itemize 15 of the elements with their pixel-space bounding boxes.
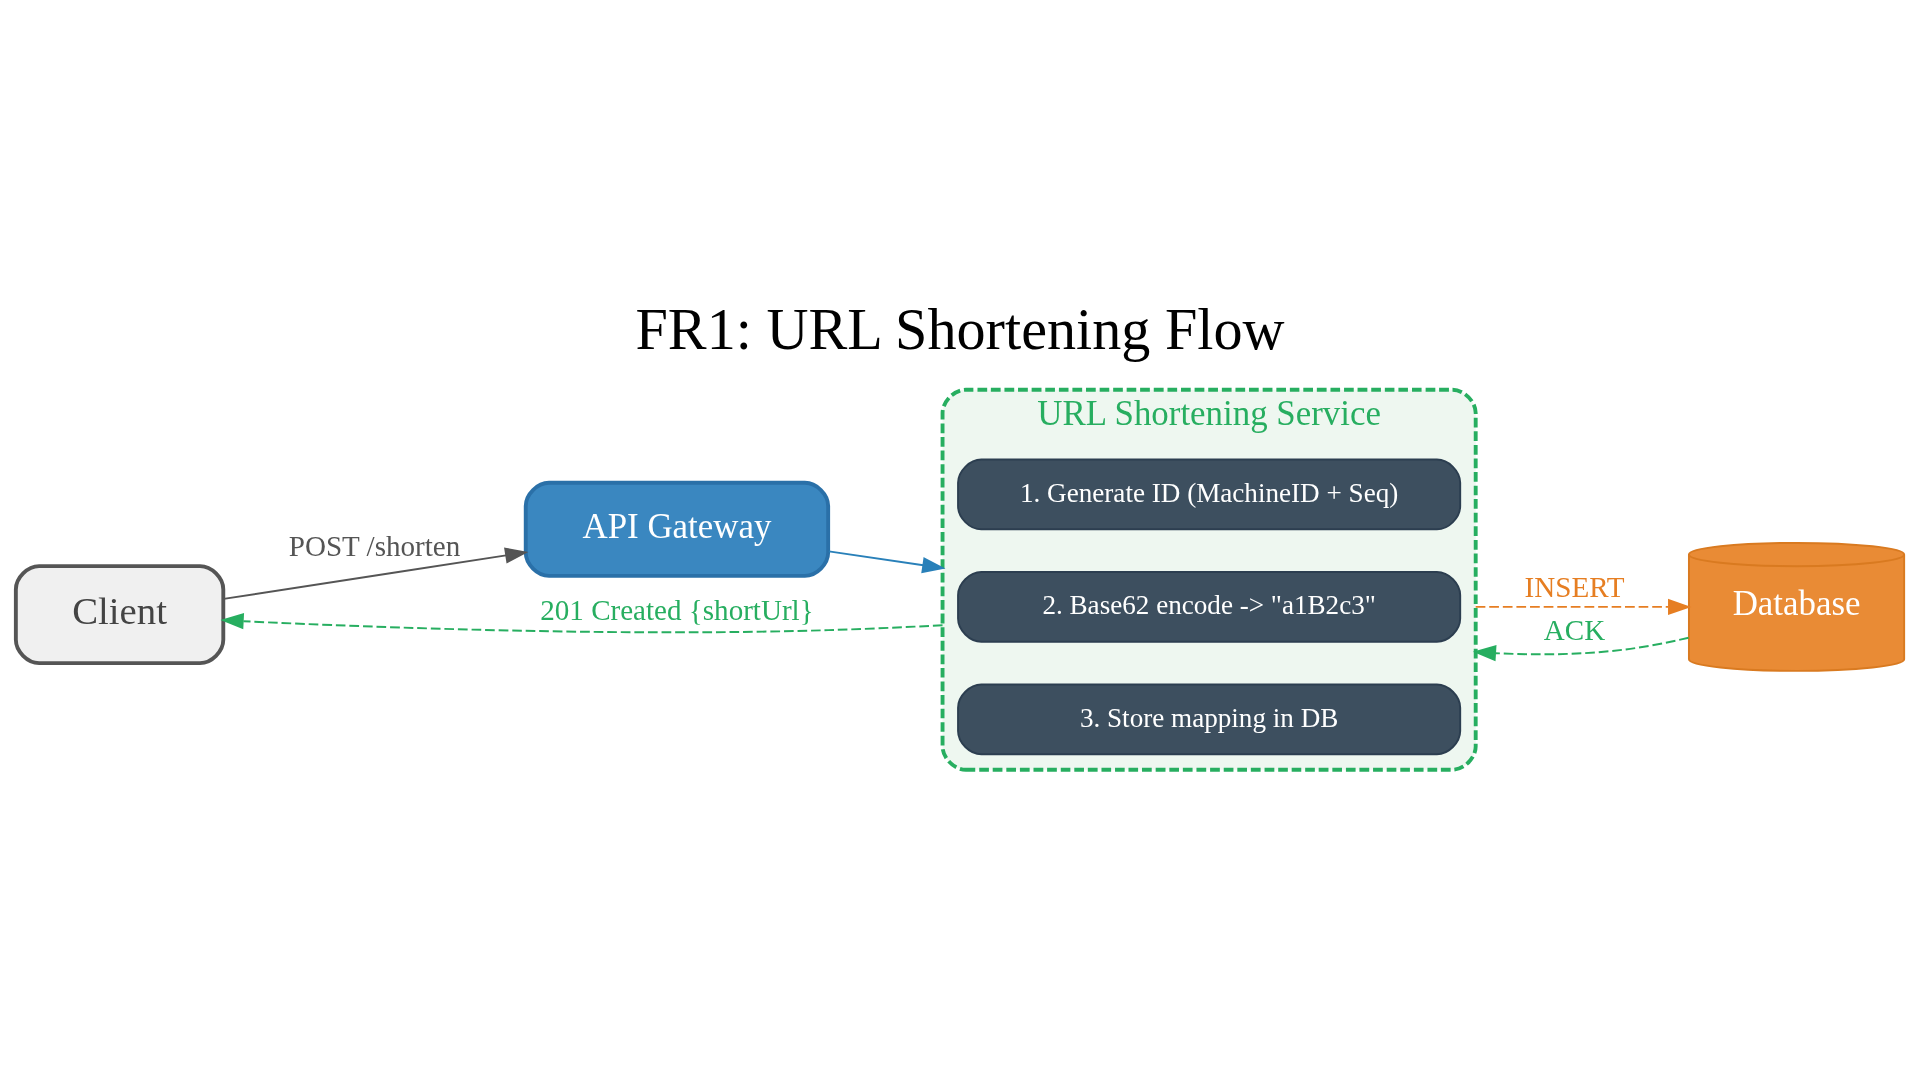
node-box: API Gateway <box>523 480 831 578</box>
node-box: 3. Store mapping in DB <box>957 683 1462 756</box>
arrow <box>220 613 944 634</box>
node-box: 1. Generate ID (MachineID + Seq) <box>957 458 1462 531</box>
edge-label: 201 Created {shortUrl} <box>540 594 814 627</box>
edge-label: POST /shorten <box>288 530 461 563</box>
arrow <box>1472 636 1690 662</box>
diagram-title: FR1: URL Shortening Flow <box>635 297 1285 363</box>
arrow <box>827 550 946 574</box>
arrow <box>222 547 529 600</box>
edge-label: ACK <box>1543 613 1606 646</box>
node-box: 2. Base62 encode -> "a1B2c3" <box>957 571 1462 643</box>
node-box: Client <box>13 564 226 666</box>
arrow <box>1474 598 1692 616</box>
edge-label: INSERT <box>1524 571 1625 604</box>
